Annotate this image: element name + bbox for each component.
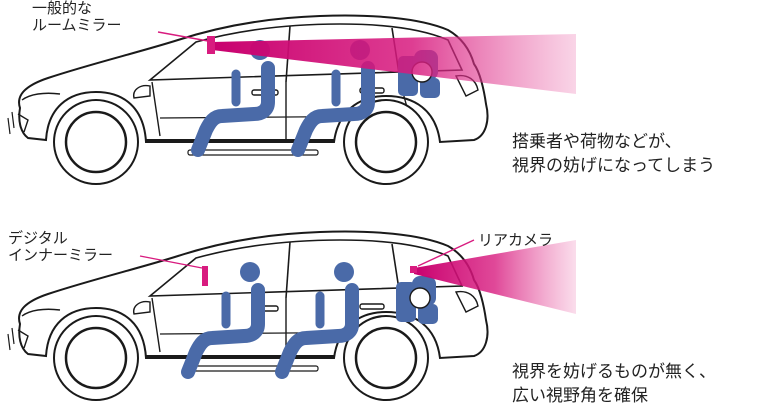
mirror-view-beam xyxy=(212,34,576,94)
digital-mirror-marker xyxy=(202,266,208,286)
digital-mirror-leader-line xyxy=(139,255,203,269)
panel-digital-mirror xyxy=(6,230,576,402)
digital-mirror-label: デジタル インナーミラー xyxy=(8,229,114,264)
rear-camera-leader-line xyxy=(417,239,475,267)
camera-view-beam xyxy=(414,240,576,314)
room-mirror-marker xyxy=(207,36,215,54)
conventional-mirror-caption: 搭乗者や荷物などが、 視界の妨げになってしまう xyxy=(512,132,716,176)
room-mirror-label: 一般的な ルームミラー xyxy=(32,0,122,34)
digital-mirror-caption: 視界を妨げるものが無く、 広い視野角を確保 xyxy=(512,362,716,406)
room-mirror-leader-line xyxy=(157,31,209,42)
rear-camera-marker xyxy=(410,266,417,273)
rear-camera-label: リアカメラ xyxy=(478,231,554,249)
panel-conventional-mirror xyxy=(6,14,576,186)
